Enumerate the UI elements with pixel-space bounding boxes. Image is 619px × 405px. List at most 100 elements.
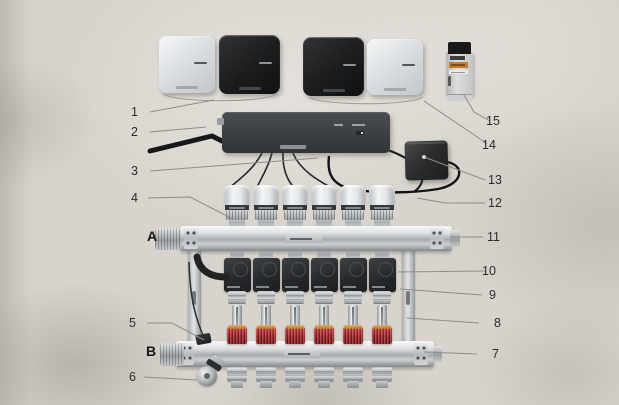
thermo-actuator xyxy=(224,185,250,221)
actuator-brand-band xyxy=(341,205,365,210)
actuator-brand-band xyxy=(370,205,394,210)
return-bar-brand-label xyxy=(284,350,320,358)
flow-meter-sight-glass xyxy=(348,305,358,329)
supply-end-plate-right xyxy=(430,228,444,249)
actuator-collar xyxy=(342,210,364,220)
flow-meter-sight-glass xyxy=(232,305,242,329)
flow-meter-red-body xyxy=(372,325,392,344)
actuator-adapter xyxy=(316,217,332,227)
union-nut xyxy=(314,367,334,382)
actuator-adapter xyxy=(229,217,245,227)
valve-module xyxy=(281,258,309,292)
actuator-adapter xyxy=(258,217,274,227)
thermostat-display-line xyxy=(259,61,272,64)
union-nut xyxy=(285,367,305,382)
power-cable xyxy=(147,133,229,154)
flow-meter-scale xyxy=(236,307,238,326)
actuator-cap xyxy=(340,185,366,205)
actuator-brand-band xyxy=(225,205,249,210)
din-module-white-label xyxy=(449,70,468,74)
power-supply-box-highlight xyxy=(406,141,446,145)
actuator-brand-text xyxy=(287,206,303,209)
flow-meter-scale xyxy=(352,307,354,326)
thermo-actuator xyxy=(253,185,279,221)
flow-meter-amber-ring xyxy=(344,325,362,329)
thermostat-brand-label xyxy=(322,89,345,92)
actuator-adapter xyxy=(287,217,303,227)
valve-module-dial xyxy=(261,262,277,277)
callout-10: 10 xyxy=(482,264,496,278)
actuator-brand-text xyxy=(229,206,245,209)
wiring-centre-label-2 xyxy=(352,124,365,126)
thermo-actuator xyxy=(311,185,337,221)
flow-meter-red-body xyxy=(314,325,334,344)
drain-valve-cap xyxy=(197,366,217,386)
callout-3: 3 xyxy=(131,164,138,178)
valve-module-dial xyxy=(377,262,393,277)
callout-5: 5 xyxy=(129,316,136,330)
flow-meter-scale xyxy=(265,307,267,326)
wiring-centre-antenna-tab xyxy=(217,118,224,125)
actuator-brand-text xyxy=(316,206,332,209)
actuator-brand-text xyxy=(374,206,390,209)
drain-valve-center xyxy=(204,373,210,379)
din-module-display xyxy=(450,56,465,60)
callout-7: 7 xyxy=(492,347,499,361)
flow-meter-sight-glass xyxy=(377,305,387,329)
supply-end-cap xyxy=(450,230,460,247)
flow-meter-red-body xyxy=(256,325,276,344)
row-label-supply: A xyxy=(147,228,158,244)
union-nipple xyxy=(260,381,272,388)
thermostat-brand-label xyxy=(384,88,406,91)
flow-meter-sight-glass xyxy=(319,305,329,329)
valve-module-label xyxy=(371,286,385,288)
flow-meter-amber-ring xyxy=(228,325,246,329)
valve-module xyxy=(339,258,367,292)
valve-module-label xyxy=(313,286,327,288)
callout-14: 14 xyxy=(482,138,496,152)
wiring-centre xyxy=(217,112,390,153)
flow-meter-scale xyxy=(294,307,296,326)
valve-module xyxy=(223,258,251,292)
callout-2: 2 xyxy=(131,125,138,139)
supply-end-plate-left xyxy=(184,228,198,249)
valve-module-nut xyxy=(373,291,391,304)
actuator-brand-text xyxy=(345,206,361,209)
manifold-port-fitting xyxy=(230,250,244,259)
union-nipple xyxy=(318,381,330,388)
thermostat-display-line xyxy=(194,61,207,64)
return-end-nut xyxy=(160,343,184,366)
thermostat-brand-label xyxy=(238,87,261,90)
flow-meter-amber-ring xyxy=(315,325,333,329)
flow-meter-scale xyxy=(323,307,325,326)
valve-module xyxy=(368,258,396,292)
valve-module-nut xyxy=(315,291,333,304)
valve-module-nut xyxy=(257,291,275,304)
valve-module xyxy=(310,258,338,292)
callout-1: 1 xyxy=(131,105,138,119)
wiring-centre-brand-label xyxy=(280,145,306,149)
flow-meter-sight-glass xyxy=(261,305,271,329)
din-module-foot xyxy=(447,94,472,101)
din-rail-module xyxy=(446,42,473,101)
union-nut xyxy=(256,367,276,382)
union-nipple xyxy=(289,381,301,388)
thermostat-display-line xyxy=(343,63,356,66)
thermostat-brand-label xyxy=(176,86,198,89)
valve-module-label xyxy=(226,286,240,288)
union-nipple xyxy=(231,381,243,388)
valve-module-dial xyxy=(319,262,335,277)
actuator-cap xyxy=(369,185,395,205)
union-nipple xyxy=(376,381,388,388)
flow-meter-scale xyxy=(381,307,383,326)
flow-meter-red-body xyxy=(227,325,247,344)
actuator-cap xyxy=(224,185,250,205)
callout-4: 4 xyxy=(131,191,138,205)
actuator-adapter xyxy=(345,217,361,227)
wiring-centre-led xyxy=(361,132,363,134)
callout-15: 15 xyxy=(486,114,500,128)
actuator-cap xyxy=(253,185,279,205)
thermo-actuator xyxy=(369,185,395,221)
flow-meter-amber-ring xyxy=(373,325,391,329)
